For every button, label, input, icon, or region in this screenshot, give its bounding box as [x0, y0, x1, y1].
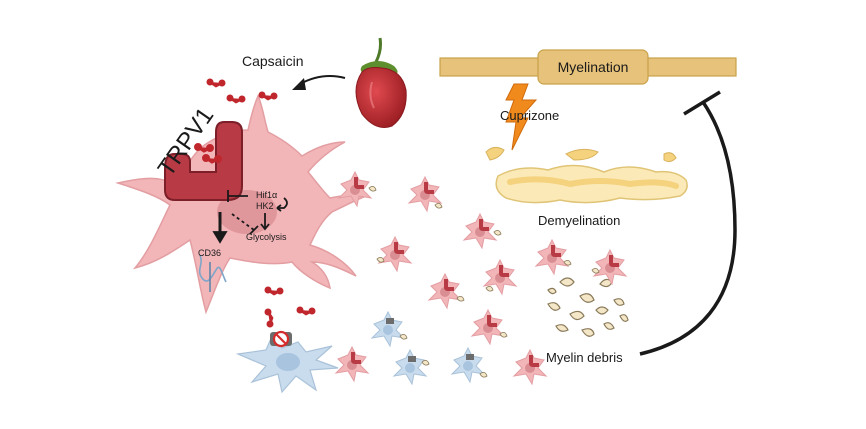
label-hk2: HK2 — [256, 201, 274, 211]
myelin-debris — [547, 277, 629, 337]
label-capsaicin: Capsaicin — [242, 53, 303, 69]
small-microglia — [427, 272, 465, 310]
small-microglia — [534, 238, 572, 276]
small-microglia — [482, 258, 518, 296]
label-myelination: Myelination — [558, 59, 629, 75]
small-microglia — [376, 235, 413, 273]
label-cuprizone: Cuprizone — [500, 108, 559, 123]
label-demyelination: Demyelination — [538, 213, 620, 228]
chili-pepper-icon — [355, 37, 407, 128]
resting-microglia-large — [235, 330, 339, 394]
inhibition-arc — [639, 90, 737, 356]
capsaicin-molecules — [206, 78, 316, 328]
myelination-bar — [439, 49, 737, 85]
resting-microglia-small — [450, 346, 488, 384]
small-microglia — [337, 170, 377, 208]
small-microglia — [512, 348, 548, 386]
resting-microglia-small — [392, 348, 430, 386]
activated-microglia-group — [334, 170, 628, 386]
small-microglia — [334, 345, 370, 383]
label-myelin-debris: Myelin debris — [546, 350, 623, 365]
label-cd36: CD36 — [198, 248, 221, 258]
resting-microglia-group — [235, 310, 488, 394]
small-microglia — [407, 175, 443, 213]
small-microglia — [591, 248, 628, 286]
capsaicin-on-receptor — [194, 143, 222, 164]
pathway-arrows — [212, 190, 288, 244]
nucleus — [217, 190, 277, 234]
demyelination-fragments — [485, 146, 688, 204]
lightning-bolt-icon — [505, 83, 538, 151]
small-microglia — [470, 308, 508, 346]
label-hif1a: Hif1α — [256, 190, 277, 200]
capsaicin-arrow — [292, 75, 346, 90]
resting-microglia-small — [370, 310, 408, 348]
label-glycolysis: Glycolysis — [246, 232, 287, 242]
main-microglia — [115, 94, 369, 315]
trpv1-receptor — [164, 121, 243, 201]
cd36-receptor — [198, 254, 227, 292]
small-microglia — [462, 212, 502, 250]
